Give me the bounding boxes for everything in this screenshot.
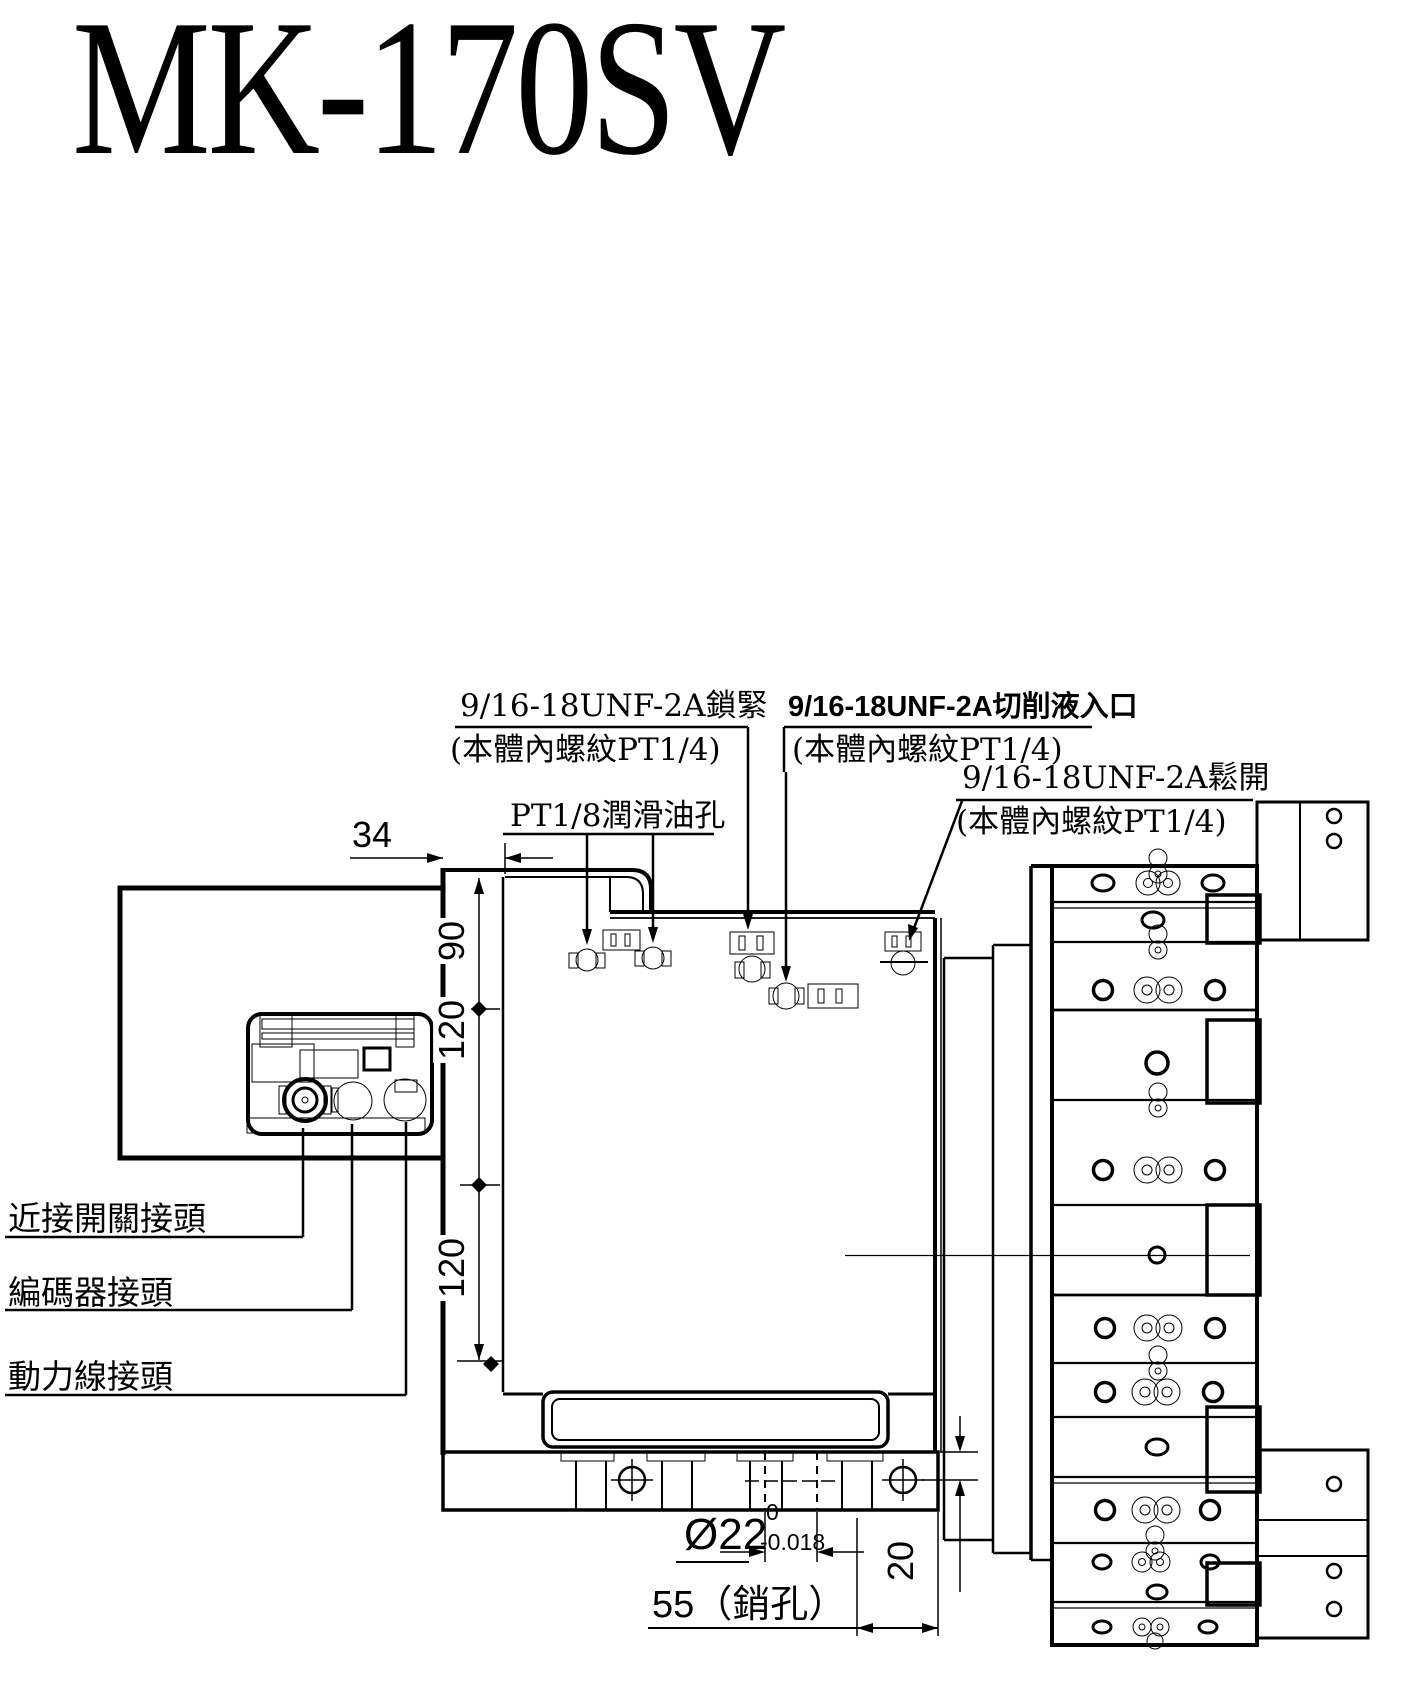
release-callout-line1: 9/16-18UNF-2A鬆開 xyxy=(962,760,1270,796)
lock-callout-line1: 9/16-18UNF-2A鎖緊 xyxy=(460,688,768,724)
dim-pin-depth xyxy=(922,1416,978,1592)
dim-tol-lower-text: -0.018 xyxy=(760,1529,826,1555)
flange-stack xyxy=(1050,848,1262,1650)
proximity-callout: 近接開關接頭 xyxy=(8,1199,206,1238)
dim-dia22-text: Ø22 xyxy=(684,1510,768,1559)
flange-holes xyxy=(1090,848,1227,1650)
lock-port-icon xyxy=(729,931,775,983)
connector-panel xyxy=(246,1012,434,1136)
outer-rim xyxy=(1255,800,1370,1640)
coolant-port-icon xyxy=(768,982,859,1010)
dim-34-text: 34 xyxy=(352,814,393,855)
dim-pin-diameter xyxy=(676,1512,864,1563)
lube-callout: PT1/8潤滑油孔 xyxy=(510,798,726,834)
pin-hole-marker-right xyxy=(882,1459,924,1501)
drawing-title: MK-170SV xyxy=(72,0,786,196)
lock-callout-line2: (本體內螺紋PT1/4) xyxy=(450,732,721,768)
dim-20-text: 20 xyxy=(880,1537,921,1585)
dim-55-text: 55（銷孔） xyxy=(652,1584,847,1626)
release-port-icon xyxy=(880,931,928,976)
spindle-rings xyxy=(845,864,1250,1562)
dim-120b-text: 120 xyxy=(431,1234,472,1302)
dim-34 xyxy=(350,843,553,874)
dim-120a-text: 120 xyxy=(431,996,472,1064)
coolant-callout-line2: (本體內螺紋PT1/4) xyxy=(792,732,1063,768)
pin-hole-marker-left xyxy=(611,1459,653,1501)
dim-pin-span xyxy=(648,1512,939,1636)
power-connector-icon xyxy=(383,1078,427,1122)
proximity-connector-icon xyxy=(278,1077,332,1123)
encoder-connector-icon xyxy=(331,1081,373,1121)
encoder-callout: 編碼器接頭 xyxy=(8,1273,173,1312)
release-callout-line2: (本體內螺紋PT1/4) xyxy=(956,804,1227,840)
base-slab xyxy=(441,1450,940,1512)
dim-90-text: 90 xyxy=(431,917,472,965)
power-callout: 動力線接頭 xyxy=(8,1357,173,1396)
dimension-graphics xyxy=(350,843,978,1636)
port-fittings xyxy=(568,929,928,1010)
leader-lines xyxy=(5,725,1253,1397)
main-body xyxy=(440,868,942,1512)
dim-chain-vertical xyxy=(457,878,503,1372)
coolant-callout-line1: 9/16-18UNF-2A切削液入口 xyxy=(788,691,1138,723)
cable-box xyxy=(117,885,446,1161)
lube-port-icon xyxy=(568,929,672,972)
dim-tol-upper-text: 0 xyxy=(766,1499,779,1525)
edge-clamp-blocks xyxy=(1205,893,1262,1607)
